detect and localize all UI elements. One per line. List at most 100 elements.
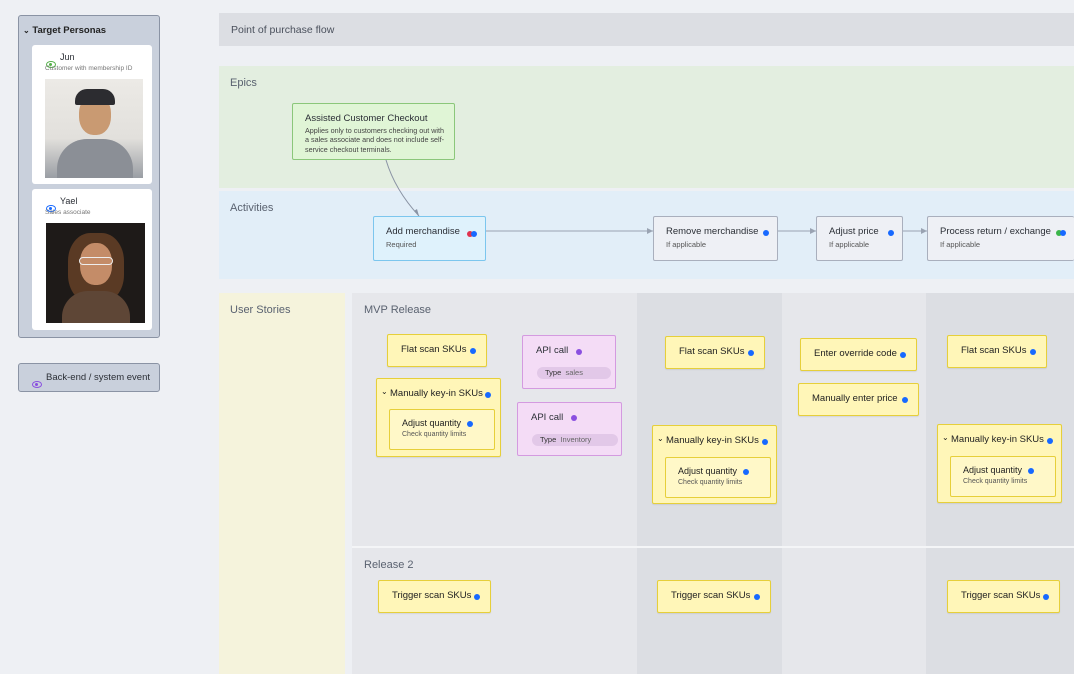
persona-dot [902,397,908,403]
api-title: API call [531,412,564,423]
persona-dot [471,231,477,237]
story-label: Enter override code [814,348,897,359]
persona-dot [467,421,473,427]
story-sublabel: Check quantity limits [678,479,743,486]
activity-subtitle: If applicable [829,240,870,249]
api-call-inventory[interactable]: API call Type Inventory [517,402,622,456]
personas-panel-title: Target Personas [32,25,107,36]
photo-cap [75,89,115,105]
story-trigger-scan[interactable]: Trigger scan SKUs [947,580,1060,613]
persona-dot [485,392,491,398]
user-stories-lane-label: User Stories [230,304,291,316]
activity-process-return[interactable]: Process return / exchange If applicable [927,216,1074,261]
api-type-label: Type [545,368,562,377]
story-adjust-quantity[interactable]: Adjust quantity Check quantity limits [665,457,771,498]
legend-label: Back-end / system event [46,372,151,383]
eye-icon [46,205,56,212]
activity-subtitle: Required [386,240,417,249]
persona-dot [474,594,480,600]
story-label: Adjust quantity [678,466,738,476]
story-trigger-scan[interactable]: Trigger scan SKUs [657,580,771,613]
photo-body [57,139,133,178]
activity-adjust-price[interactable]: Adjust price If applicable [816,216,903,261]
api-type-pill: Type sales [537,367,611,379]
api-title: API call [536,345,569,356]
system-event-dot [576,349,582,355]
persona-photo [46,223,145,323]
story-adjust-quantity[interactable]: Adjust quantity Check quantity limits [950,456,1056,497]
story-sublabel: Check quantity limits [963,478,1028,485]
arrow-head [647,228,653,234]
api-type-value: Inventory [560,435,592,444]
story-label: Flat scan SKUs [401,344,467,355]
story-flat-scan[interactable]: Flat scan SKUs [665,336,765,369]
activity-add-merchandise[interactable]: Add merchandise Required [373,216,486,261]
eye-icon [46,61,56,68]
release-divider [352,546,1074,548]
api-call-sales[interactable]: API call Type sales [522,335,616,389]
arrow-head [414,209,419,216]
photo-glasses [79,257,113,265]
story-enter-override-code[interactable]: Enter override code [800,338,917,371]
story-group-manual-keyin[interactable]: ⌄ Manually key-in SKUs Adjust quantity C… [376,378,501,457]
epic-title: Assisted Customer Checkout [305,113,428,124]
story-label: Trigger scan SKUs [961,590,1041,601]
story-group-manual-keyin[interactable]: ⌄ Manually key-in SKUs Adjust quantity C… [652,425,777,504]
activity-remove-merchandise[interactable]: Remove merchandise If applicable [653,216,778,261]
chevron-down-icon: ⌄ [942,433,949,442]
story-trigger-scan[interactable]: Trigger scan SKUs [378,580,491,613]
epic-card[interactable]: Assisted Customer Checkout Applies only … [292,103,455,160]
personas-panel: ⌄ Target Personas Jun Customer with memb… [18,15,160,338]
chevron-down-icon: ⌄ [23,26,30,35]
story-label: Adjust quantity [402,418,462,428]
activity-subtitle: If applicable [940,240,981,249]
persona-dot [743,469,749,475]
activity-title: Remove merchandise [666,226,759,237]
eye-icon [32,381,42,388]
persona-dot [1060,230,1066,236]
persona-photo [45,79,143,178]
story-group-manual-keyin[interactable]: ⌄ Manually key-in SKUs Adjust quantity C… [937,424,1062,503]
persona-dot [748,350,754,356]
persona-name: Jun [60,52,75,62]
persona-card-jun[interactable]: Jun Customer with membership ID [32,45,152,184]
persona-card-yael[interactable]: Yael Sales associate [32,189,152,330]
persona-subtitle: Sales associate [45,209,91,216]
story-label: Trigger scan SKUs [392,590,472,601]
story-flat-scan[interactable]: Flat scan SKUs [947,335,1047,368]
story-sublabel: Check quantity limits [402,431,467,438]
epic-body: Applies only to customers checking out w… [305,126,445,154]
story-flat-scan[interactable]: Flat scan SKUs [387,334,487,367]
board-title: Point of purchase flow [231,24,335,36]
arrow-head [921,228,927,234]
mvp-release-label: MVP Release [364,304,432,316]
activity-title: Process return / exchange [940,226,1051,237]
persona-dot [888,230,894,236]
persona-dot [1047,438,1053,444]
chevron-down-icon: ⌄ [381,387,388,396]
persona-dot [762,439,768,445]
story-adjust-quantity[interactable]: Adjust quantity Check quantity limits [389,409,495,450]
story-label: Manually key-in SKUs [951,434,1044,445]
persona-dot [1043,594,1049,600]
story-label: Flat scan SKUs [961,345,1027,356]
board-title-bar: Point of purchase flow [219,13,1074,46]
chevron-down-icon: ⌄ [657,434,664,443]
activity-title: Add merchandise [386,226,460,237]
legend-backend-event[interactable]: Back-end / system event [18,363,160,392]
story-label: Manually key-in SKUs [666,435,759,446]
activity-subtitle: If applicable [666,240,707,249]
persona-dot [900,352,906,358]
api-type-value: sales [565,368,583,377]
persona-name: Yael [60,196,78,206]
persona-dot [1056,230,1062,236]
activity-title: Adjust price [829,226,879,237]
persona-dot [470,348,476,354]
story-manually-enter-price[interactable]: Manually enter price [798,383,919,416]
photo-body [62,291,130,323]
epic-to-activity-connector [385,159,420,217]
persona-dot [1030,349,1036,355]
story-label: Flat scan SKUs [679,346,745,357]
personas-panel-header[interactable]: ⌄ Target Personas [23,25,106,36]
epics-lane-label: Epics [230,77,257,89]
